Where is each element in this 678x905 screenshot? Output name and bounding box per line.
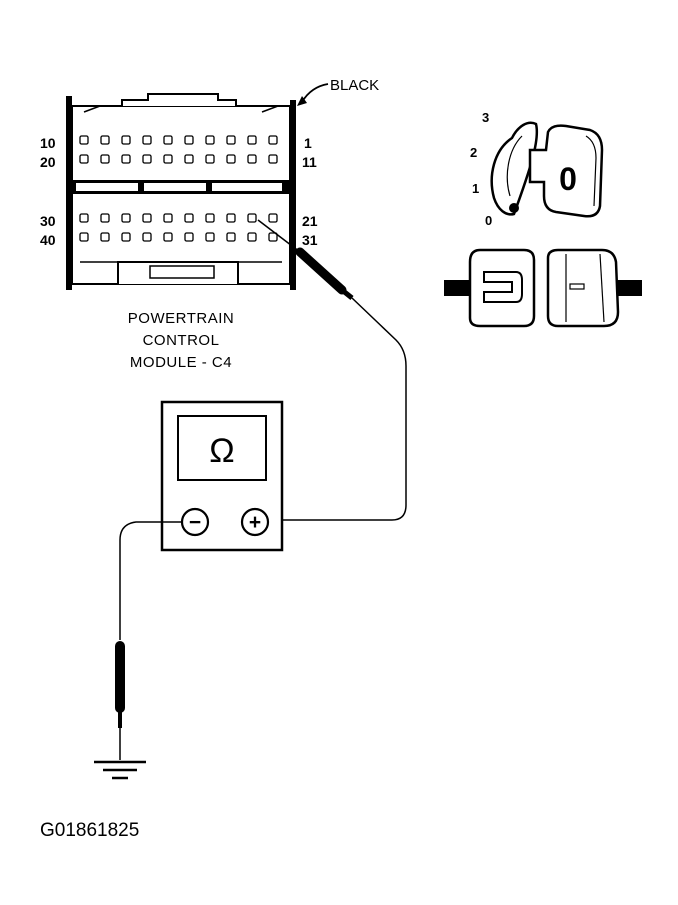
positive-probe-tip [257, 219, 301, 253]
connector-pin [79, 213, 89, 223]
ignition-switch: 0 [490, 121, 604, 218]
connector-pin [205, 232, 215, 242]
connector-caption-line-3: MODULE - C4 [130, 354, 232, 371]
key-position-indicator: 0 [559, 161, 577, 197]
lock-cylinder [490, 121, 539, 216]
connector-plug-half [468, 248, 536, 328]
ground-icon [94, 760, 146, 780]
connector-left-rail [66, 96, 72, 290]
harness-wire-left [444, 280, 472, 296]
connector-pin [268, 213, 278, 223]
connector-pin [79, 232, 89, 242]
connector-pin [100, 232, 110, 242]
connector-caption-line-1: POWERTRAIN [128, 310, 234, 327]
connector-pin [184, 232, 194, 242]
connector-pin [121, 213, 131, 223]
connector-pin [163, 135, 173, 145]
connector-pin [163, 154, 173, 164]
meter-display [177, 415, 267, 481]
pin-label-30: 30 [40, 213, 56, 229]
connector-pin [79, 154, 89, 164]
connector-pin [100, 213, 110, 223]
positive-probe [257, 219, 354, 300]
positive-test-lead [282, 297, 407, 521]
connector-pin [268, 135, 278, 145]
negative-jack-symbol: − [189, 511, 201, 534]
positive-jack-symbol: + [249, 511, 261, 534]
connector-pin [247, 135, 257, 145]
connector-pin [142, 232, 152, 242]
connector-pin [205, 135, 215, 145]
pcm-connector [66, 93, 296, 290]
connector-pin [121, 154, 131, 164]
connector-pin [100, 154, 110, 164]
position-label-2: 2 [470, 145, 477, 160]
connector-pin [142, 213, 152, 223]
connector-pin [184, 154, 194, 164]
position-label-3: 3 [482, 110, 489, 125]
pin-label-10: 10 [40, 135, 56, 151]
connector-pin [226, 232, 236, 242]
connector-pin [184, 213, 194, 223]
connector-pin [100, 135, 110, 145]
ohm-symbol: Ω [209, 432, 234, 470]
position-marker [509, 203, 519, 213]
connector-pin [226, 154, 236, 164]
position-label-0: 0 [485, 213, 492, 228]
negative-test-lead [119, 521, 182, 640]
positive-jack [240, 507, 270, 537]
connector-body [71, 105, 291, 285]
connector-pin [226, 135, 236, 145]
connector-pin [121, 232, 131, 242]
connector-pin [205, 213, 215, 223]
harness-wire-right [618, 280, 642, 296]
connector-right-rail [290, 100, 296, 290]
wire-color-label: BLACK [330, 77, 379, 94]
pin-label-31: 31 [302, 232, 318, 248]
connector-pin [247, 154, 257, 164]
figure-id: G01861825 [40, 820, 139, 841]
connector-pin [163, 213, 173, 223]
pin-label-1: 1 [304, 135, 312, 151]
connector-pin [268, 154, 278, 164]
pin-label-11: 11 [302, 154, 317, 170]
pin-label-40: 40 [40, 232, 56, 248]
wire-color-leader [301, 83, 329, 103]
connector-pin [79, 135, 89, 145]
connector-pin [205, 154, 215, 164]
disconnected-connector [444, 248, 642, 328]
position-label-1: 1 [472, 181, 479, 196]
pin-label-20: 20 [40, 154, 56, 170]
pin-label-21: 21 [302, 213, 318, 229]
connector-pin [268, 232, 278, 242]
pin-grid [79, 135, 278, 242]
connector-pin [247, 232, 257, 242]
connector-pin [142, 154, 152, 164]
connector-pin [184, 135, 194, 145]
connector-top-latch [121, 93, 237, 106]
positive-probe-handle [295, 247, 347, 295]
connector-pin [121, 135, 131, 145]
ohmmeter: Ω − + [160, 400, 284, 552]
connector-pin [142, 135, 152, 145]
connector-caption-line-2: CONTROL [143, 332, 220, 349]
connector-pin [247, 213, 257, 223]
ignition-key [528, 124, 604, 218]
connector-pin [226, 213, 236, 223]
connector-pin [163, 232, 173, 242]
